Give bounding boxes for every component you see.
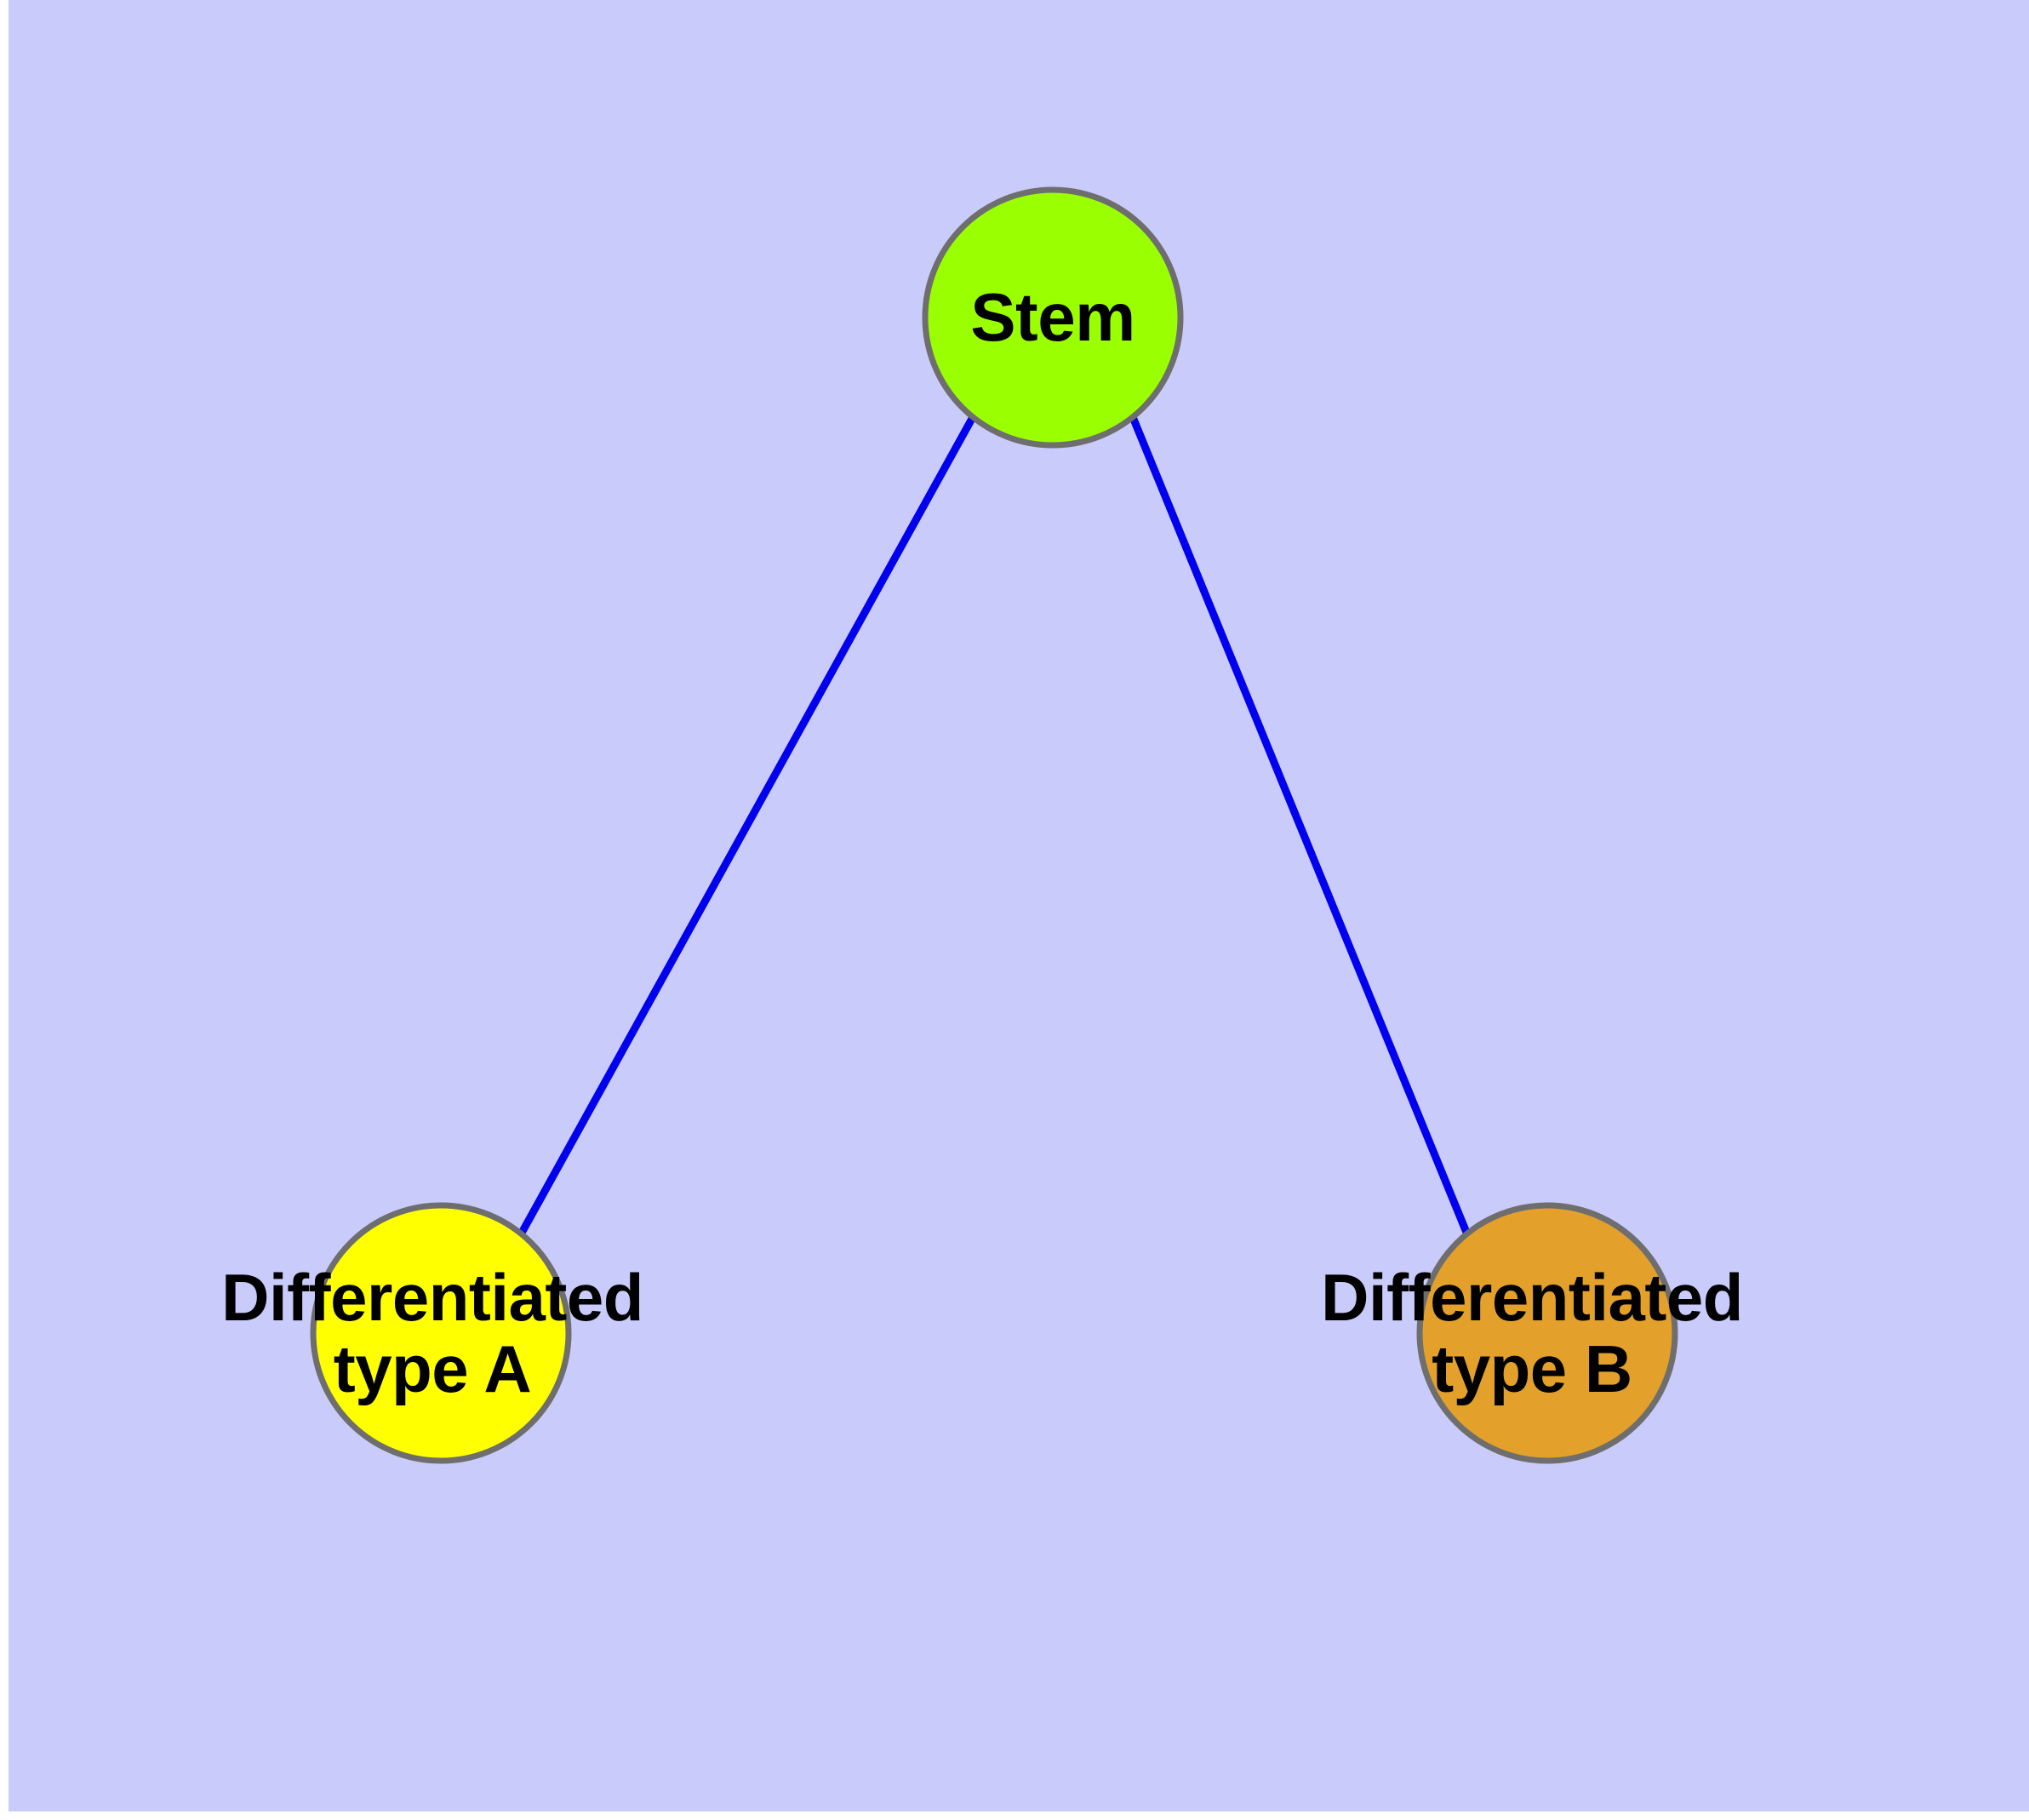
edge-stem-to-diff-b: [1129, 415, 1473, 1240]
edge-stem-to-diff-a: [517, 415, 976, 1237]
node-differentiated-type-a: [310, 1202, 572, 1464]
edge-layer: [517, 415, 1473, 1240]
node-differentiated-type-b: [1416, 1202, 1678, 1464]
node-stem: [922, 186, 1184, 449]
node-layer: [310, 186, 1678, 1464]
